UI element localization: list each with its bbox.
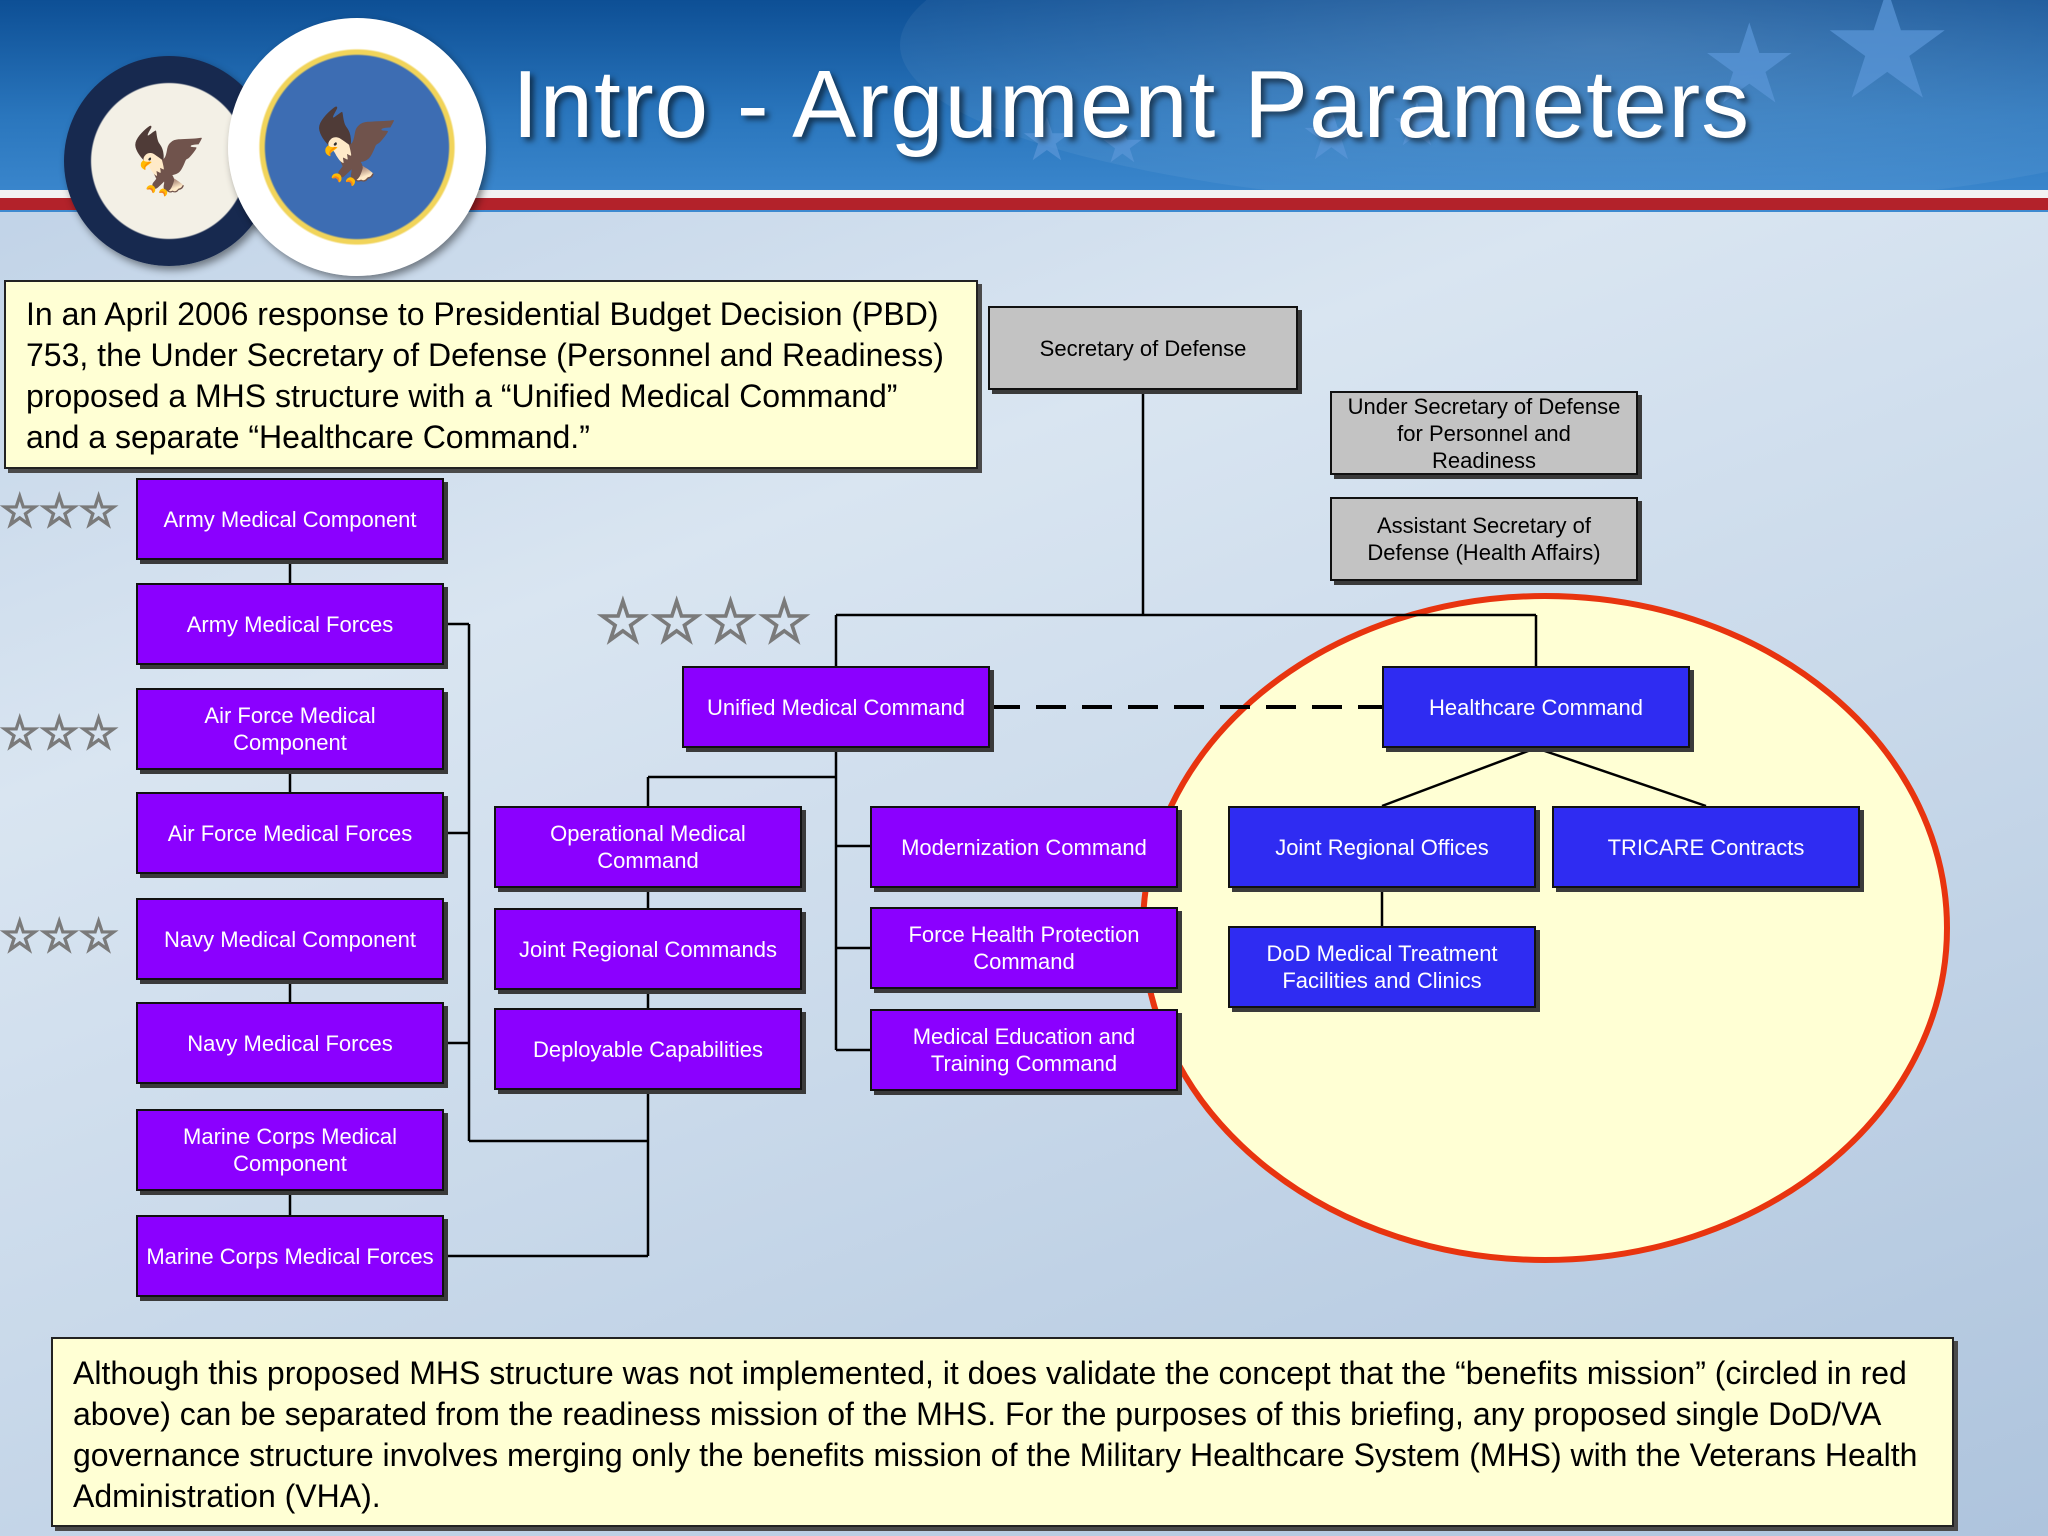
org-box-deployable-capabilities: Deployable Capabilities: [494, 1008, 802, 1090]
header-stripe-white: [0, 190, 2048, 198]
org-box-navy-medical-component: Navy Medical Component: [136, 898, 444, 980]
three-star-rank-icon: ☆☆☆: [0, 709, 119, 758]
org-box-navy-medical-forces: Navy Medical Forces: [136, 1002, 444, 1084]
org-box-air-force-medical-component: Air Force Medical Component: [136, 688, 444, 770]
org-box-marine-corps-medical-forces: Marine Corps Medical Forces: [136, 1215, 444, 1297]
org-box-usd-personnel-readiness: Under Secretary of Defense for Personnel…: [1330, 391, 1638, 475]
decorative-star-icon: ★: [1820, 0, 1955, 129]
header-banner: ★ ★ ★ ★ ★ ★: [0, 0, 2048, 212]
decorative-star-icon: ★: [1100, 117, 1145, 173]
org-box-joint-regional-offices: Joint Regional Offices: [1228, 806, 1536, 888]
decorative-star-icon: ★: [1700, 3, 1799, 126]
intro-text-box: In an April 2006 response to Presidentia…: [4, 280, 978, 469]
org-box-dod-medical-treatment-facilities: DoD Medical Treatment Facilities and Cli…: [1228, 926, 1536, 1008]
decorative-star-icon: ★: [1390, 91, 1444, 158]
four-star-rank-icon: ☆☆☆☆: [595, 588, 812, 655]
org-box-marine-corps-medical-component: Marine Corps Medical Component: [136, 1109, 444, 1191]
decorative-star-icon: ★: [1020, 106, 1074, 173]
three-star-rank-icon: ☆☆☆: [0, 487, 119, 536]
org-box-tricare-contracts: TRICARE Contracts: [1552, 806, 1860, 888]
org-box-force-health-protection-command: Force Health Protection Command: [870, 907, 1178, 989]
org-box-asd-health-affairs: Assistant Secretary of Defense (Health A…: [1330, 497, 1638, 581]
page-title: Intro - Argument Parameters: [512, 51, 1751, 158]
org-box-modernization-command: Modernization Command: [870, 806, 1178, 888]
org-box-army-medical-forces: Army Medical Forces: [136, 583, 444, 665]
org-box-army-medical-component: Army Medical Component: [136, 478, 444, 560]
conclusion-text-box: Although this proposed MHS structure was…: [51, 1337, 1954, 1527]
org-box-joint-regional-commands: Joint Regional Commands: [494, 908, 802, 990]
header-stripe-red: [0, 198, 2048, 210]
org-box-unified-medical-command: Unified Medical Command: [682, 666, 990, 748]
dod-seal-icon: 🦅: [228, 18, 486, 276]
decorative-star-icon: ★: [1300, 96, 1363, 174]
org-box-healthcare-command: Healthcare Command: [1382, 666, 1690, 748]
three-star-rank-icon: ☆☆☆: [0, 912, 119, 961]
eagle-icon: 🦅: [312, 107, 402, 187]
eagle-icon: 🦅: [129, 125, 209, 197]
org-box-medical-education-training-command: Medical Education and Training Command: [870, 1009, 1178, 1091]
org-box-operational-medical-command: Operational Medical Command: [494, 806, 802, 888]
org-box-air-force-medical-forces: Air Force Medical Forces: [136, 792, 444, 874]
org-box-secretary-of-defense: Secretary of Defense: [988, 306, 1298, 390]
